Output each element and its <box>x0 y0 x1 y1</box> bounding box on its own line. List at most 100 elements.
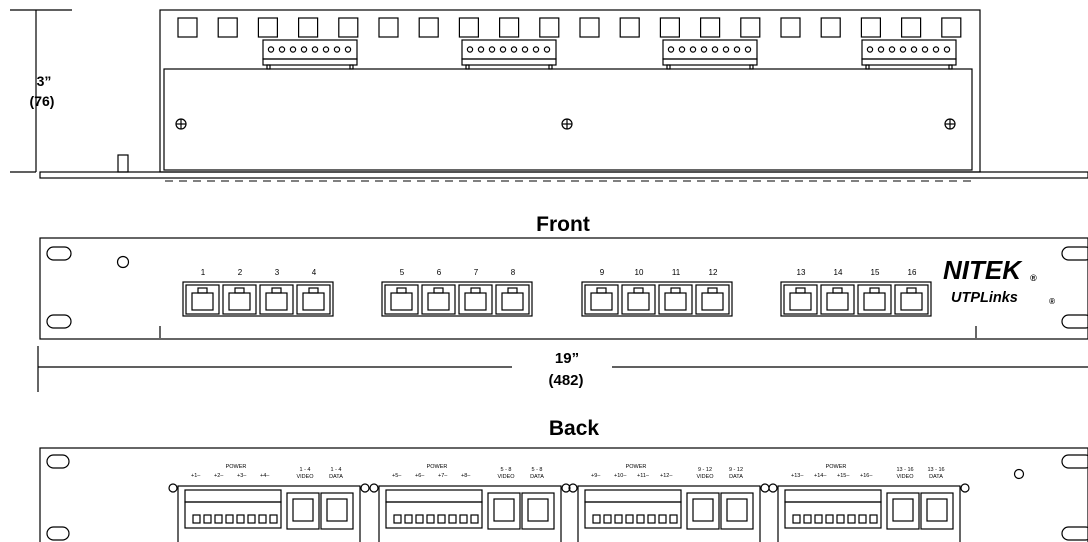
vent-window <box>900 17 922 38</box>
data-rj45-jack-icon[interactable] <box>320 492 354 530</box>
port-number-label: 1 <box>201 268 206 277</box>
power-label: POWER <box>626 464 647 470</box>
side-window-row <box>177 17 962 38</box>
rj45-jack-icon[interactable] <box>185 284 220 315</box>
port-number-label: 15 <box>871 268 880 277</box>
port-number-label: 14 <box>834 268 843 277</box>
rj45-jack-icon[interactable] <box>384 284 419 315</box>
svg-text:UTPLinks: UTPLinks <box>951 290 1018 306</box>
rj45-jack-icon[interactable] <box>222 284 257 315</box>
rj45-jack-icon[interactable] <box>584 284 619 315</box>
power-channel-label: +12– <box>660 473 673 479</box>
rj45-jack-icon[interactable] <box>783 284 818 315</box>
power-channel-label: +9– <box>591 473 601 479</box>
video-rj45-jack-icon[interactable] <box>886 492 920 530</box>
mounting-slot <box>46 454 70 469</box>
ground-hole-icon <box>1013 468 1025 480</box>
vent-window <box>298 17 319 38</box>
rj45-jack-icon[interactable] <box>421 284 456 315</box>
port-number-label: 3 <box>275 268 280 277</box>
terminal-block <box>861 39 957 70</box>
power-channel-label: +16– <box>860 473 873 479</box>
cover-plate <box>163 68 973 171</box>
power-terminal-block[interactable] <box>784 489 882 529</box>
data-rj45-jack-icon[interactable] <box>521 492 555 530</box>
vent-window <box>418 17 439 38</box>
mounting-slot <box>46 526 70 541</box>
mounting-slot <box>46 246 72 261</box>
power-channel-label: +11– <box>637 473 650 479</box>
back-view-title: Back <box>549 417 600 440</box>
rj45-jack-icon[interactable] <box>695 284 730 315</box>
vent-window <box>257 17 278 38</box>
video-rj45-jack-icon[interactable] <box>286 492 320 530</box>
port-number-label: 7 <box>474 268 479 277</box>
port-number-label: 12 <box>709 268 718 277</box>
vent-window <box>699 17 721 38</box>
video-range-label: 13 - 16 <box>896 467 913 473</box>
data-label: DATA <box>329 474 343 480</box>
data-range-label: 1 - 4 <box>330 467 341 473</box>
port-number-label: 9 <box>600 268 605 277</box>
rj45-jack-icon[interactable] <box>458 284 493 315</box>
mounting-slot <box>1061 454 1088 469</box>
data-range-label: 13 - 16 <box>927 467 944 473</box>
video-label: VIDEO <box>696 474 714 480</box>
power-channel-label: +15– <box>837 473 850 479</box>
svg-text:®: ® <box>1030 273 1037 283</box>
screw-icon <box>561 118 573 130</box>
video-range-label: 5 - 8 <box>500 467 511 473</box>
rj45-jack-icon[interactable] <box>259 284 294 315</box>
power-terminal-block[interactable] <box>385 489 483 529</box>
rj45-jack-icon[interactable] <box>857 284 892 315</box>
port-number-label: 8 <box>511 268 516 277</box>
vent-window <box>177 17 198 38</box>
data-label: DATA <box>530 474 544 480</box>
power-channel-label: +3– <box>237 473 247 479</box>
power-channel-label: +14– <box>814 473 827 479</box>
rj45-jack-icon[interactable] <box>621 284 656 315</box>
rj45-jack-icon[interactable] <box>296 284 331 315</box>
data-label: DATA <box>929 474 943 480</box>
rj45-jack-icon[interactable] <box>658 284 693 315</box>
data-rj45-jack-icon[interactable] <box>920 492 954 530</box>
vent-window <box>579 17 600 38</box>
power-terminal-block[interactable] <box>184 489 282 529</box>
video-label: VIDEO <box>896 474 914 480</box>
video-rj45-jack-icon[interactable] <box>487 492 521 530</box>
power-channel-label: +1– <box>191 473 201 479</box>
power-channel-label: +4– <box>260 473 270 479</box>
rj45-jack-icon[interactable] <box>894 284 929 315</box>
rj45-jack-icon[interactable] <box>495 284 530 315</box>
power-channel-label: +10– <box>614 473 627 479</box>
mounting-slot <box>1061 526 1088 541</box>
height-inches-label: 3” <box>37 73 52 89</box>
port-number-label: 5 <box>400 268 405 277</box>
nitek-logo: NITEK ® UTPLinks ® <box>943 255 1055 306</box>
mounting-slot <box>1061 246 1088 261</box>
front-view-title: Front <box>536 213 590 236</box>
power-terminal-block[interactable] <box>584 489 682 529</box>
vent-window <box>499 17 520 38</box>
power-channel-label: +13– <box>791 473 804 479</box>
width-dimension: 19” (482) <box>37 346 1088 392</box>
vent-window <box>820 17 841 38</box>
port-number-label: 16 <box>908 268 917 277</box>
rj45-jack-icon[interactable] <box>820 284 855 315</box>
video-rj45-jack-icon[interactable] <box>686 492 720 530</box>
port-number-label: 4 <box>312 268 317 277</box>
power-channel-label: +7– <box>438 473 448 479</box>
data-rj45-jack-icon[interactable] <box>720 492 754 530</box>
data-range-label: 9 - 12 <box>729 467 743 473</box>
screw-icon <box>175 118 187 130</box>
vent-window <box>740 17 761 38</box>
